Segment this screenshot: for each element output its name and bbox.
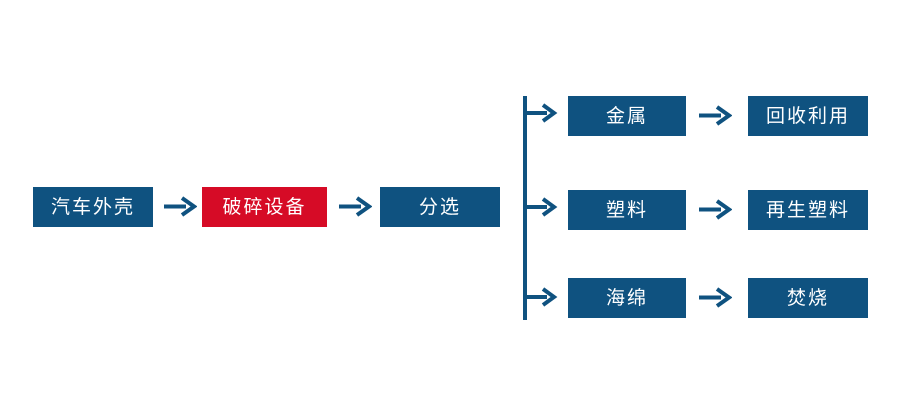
arrow-sponge-to-incineration [698, 285, 732, 311]
arrow-shell-to-crusher [163, 194, 197, 220]
arrow-metal-to-reuse [698, 103, 732, 129]
node-material-metal[interactable]: 金属 [568, 96, 686, 136]
node-material-sponge[interactable]: 海绵 [568, 278, 686, 318]
node-sorting[interactable]: 分选 [380, 187, 500, 227]
node-crushing-equipment[interactable]: 破碎设备 [202, 187, 327, 227]
node-destination-incineration[interactable]: 焚烧 [748, 278, 868, 318]
node-destination-recycle-reuse[interactable]: 回收利用 [748, 96, 868, 136]
branch-splitter-icon [518, 90, 568, 326]
arrow-crusher-to-sorting [338, 194, 372, 220]
arrow-plastic-to-regenerated-plastic [698, 197, 732, 223]
node-destination-regenerated-plastic[interactable]: 再生塑料 [748, 190, 868, 230]
node-material-plastic[interactable]: 塑料 [568, 190, 686, 230]
node-automotive-shell[interactable]: 汽车外壳 [33, 187, 153, 227]
